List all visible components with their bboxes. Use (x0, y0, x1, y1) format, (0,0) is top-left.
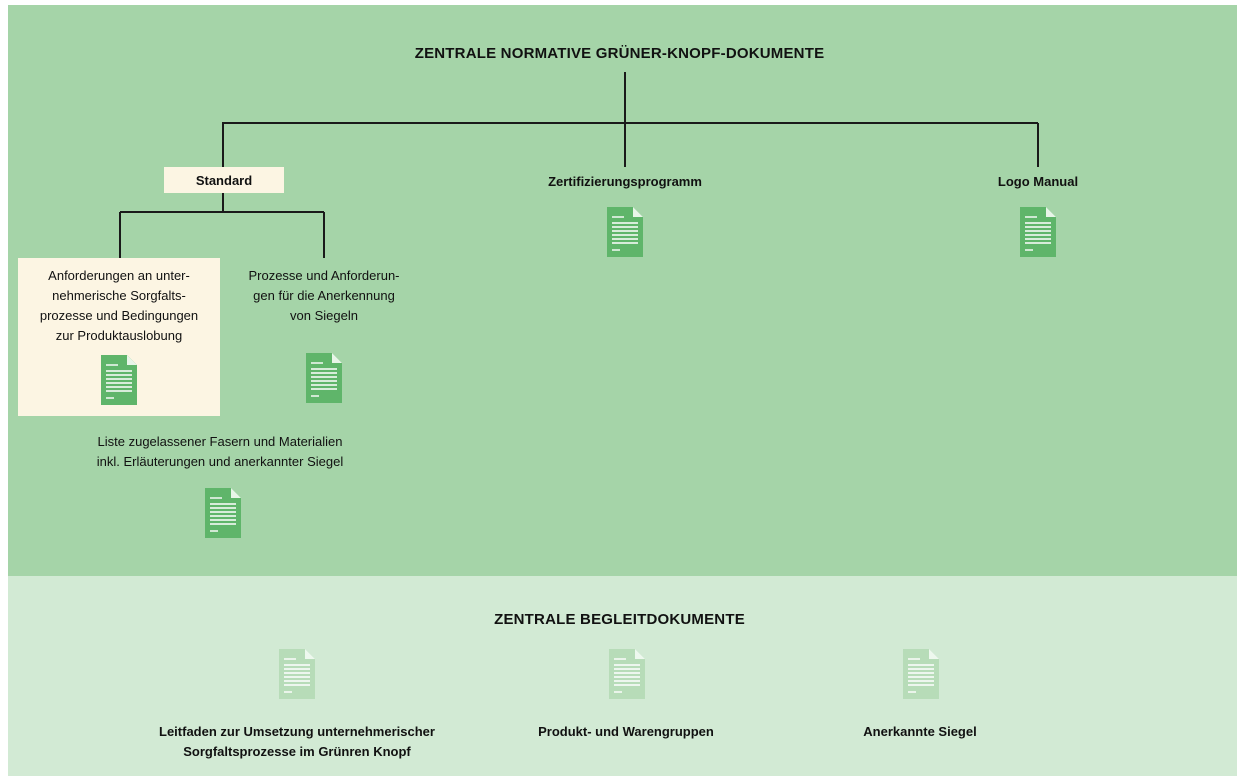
siegel-process-text: Prozesse und Anforderun- gen für die Ane… (248, 268, 400, 323)
anerkannte-siegel-label: Anerkannte Siegel (863, 724, 977, 739)
logo-manual-label: Logo Manual (997, 174, 1079, 189)
fibers-list-text: Liste zugelassener Fasern und Materialie… (96, 434, 344, 469)
normative-title: ZENTRALE NORMATIVE GRÜNER-KNOPF-DOKUMENT… (414, 45, 825, 62)
document-icon (1020, 207, 1056, 257)
document-icon (609, 649, 645, 699)
document-icon (306, 353, 342, 403)
document-icon (607, 207, 643, 257)
document-icon (205, 488, 241, 538)
accompanying-title: ZENTRALE BEGLEITDOKUMENTE (494, 611, 745, 628)
document-icon (903, 649, 939, 699)
zertifizierungsprogramm-label: Zertifizierungsprogramm (548, 174, 702, 189)
requirements-text: Anforderungen an unter- nehmerische Sorg… (39, 268, 199, 343)
standard-node: Standard (164, 167, 284, 193)
document-icon (279, 649, 315, 699)
produkt-warengruppen-label: Produkt- und Warengruppen (538, 724, 714, 739)
leitfaden-label: Leitfaden zur Umsetzung unternehmerische… (159, 724, 435, 759)
document-icon (101, 355, 137, 405)
